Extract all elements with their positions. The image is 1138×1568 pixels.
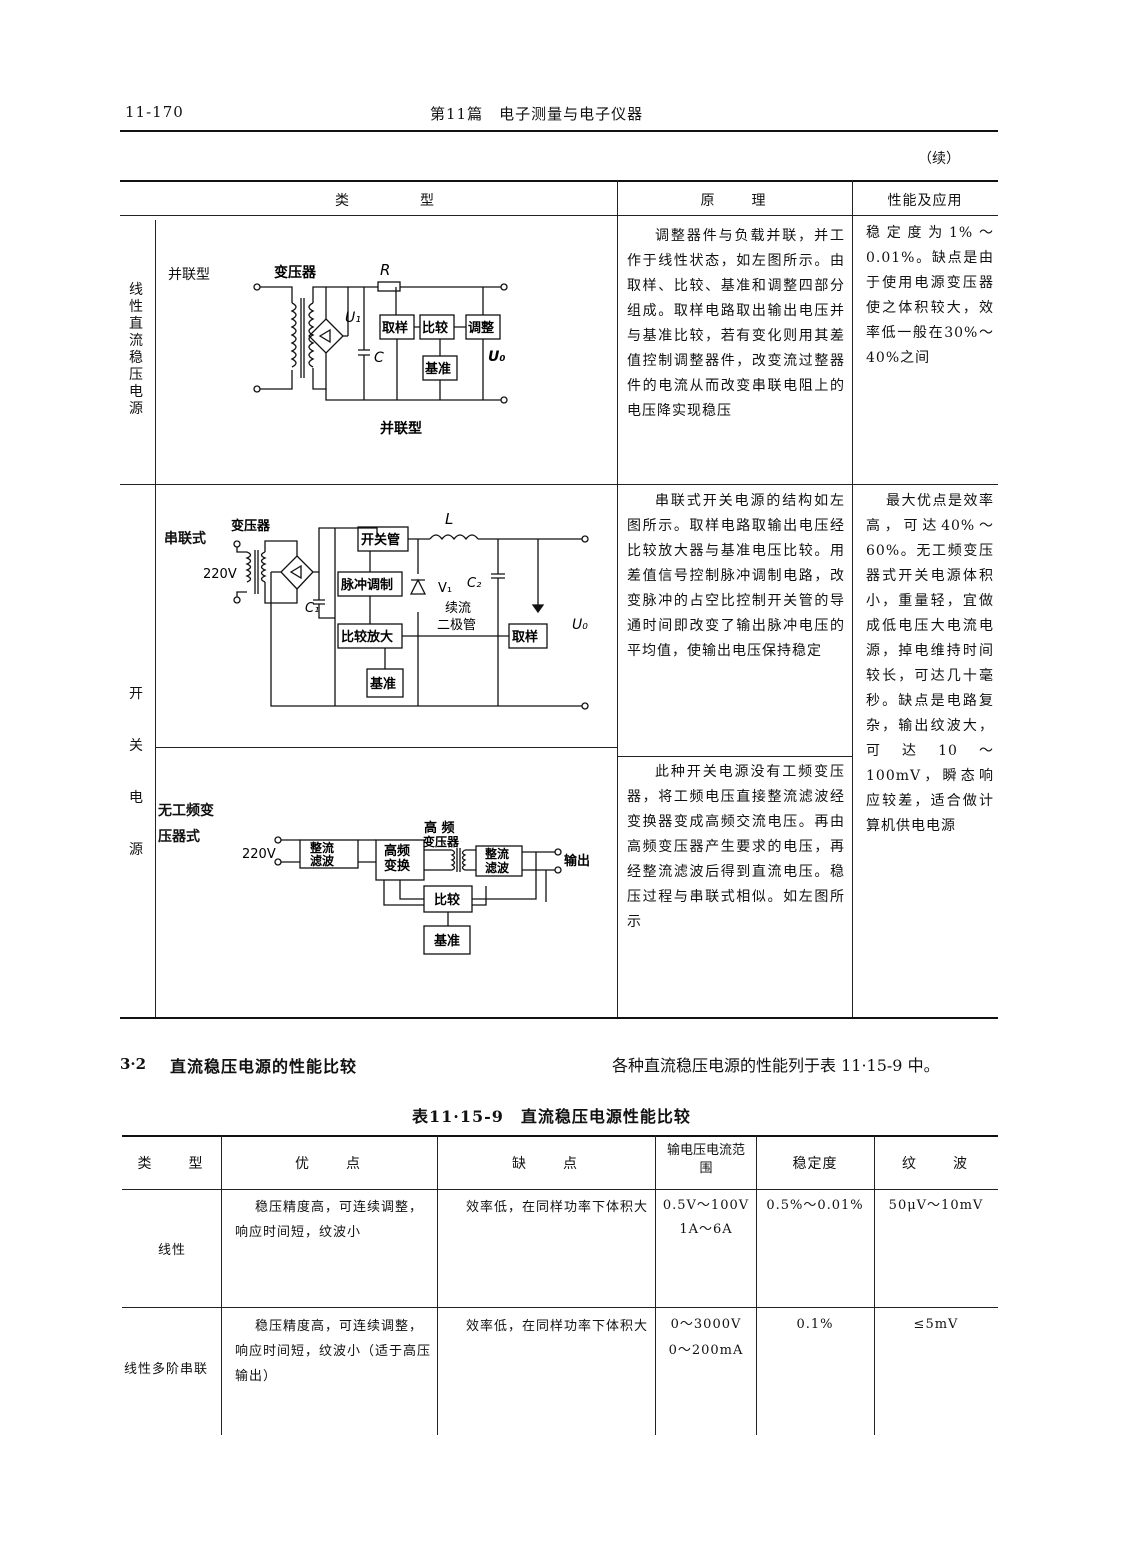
label-output: 输出 <box>564 853 590 869</box>
col-header-type: 类 型 <box>335 193 437 209</box>
label-c: C <box>374 350 384 366</box>
diagram-parallel: 变压器 R U₁ C 取样 比较 调整 基准 U₀ 并联型 <box>253 261 508 437</box>
label-l: L <box>445 510 453 528</box>
row-label-series: 串联式 <box>164 531 206 547</box>
t2-row1-type: 线性 <box>158 1243 187 1258</box>
label-v1: V₁ <box>438 581 452 596</box>
block-pwm: 脉冲调制 <box>340 577 393 593</box>
t2-row2-range-1: 0～3000V <box>670 1317 742 1332</box>
group-label-linear: 线性直流稳压电源 <box>129 282 143 417</box>
block-rectifier-2a: 整流 <box>484 846 509 861</box>
col-header-performance: 性能及应用 <box>887 193 963 209</box>
t2-header-pros: 优 点 <box>295 1156 363 1172</box>
row-label-parallel: 并联型 <box>168 267 210 283</box>
header-rule <box>120 130 998 132</box>
t2-row1-cons: 效率低，在同样功率下体积大 <box>466 1200 649 1215</box>
block-reference: 基准 <box>369 676 396 692</box>
table2-title: 表11·15-9 直流稳压电源性能比较 <box>412 1107 691 1126</box>
principle-no-transformer: 此种开关电源没有工频变压器，将工频电压直接整流滤波经变换器变成高频交流电压。再由… <box>627 764 845 930</box>
t2-row2-pros: 稳压精度高，可连续调整，响应时间短，纹波小（适于高压输出） <box>235 1319 432 1384</box>
group-label-switch: 开关电源 <box>129 686 143 858</box>
principle-parallel: 调整器件与负载并联，并工作于线性状态，如左图所示。由取样、比较、基准和调整四部分… <box>627 228 845 419</box>
principle-series: 串联式开关电源的结构如左图所示。取样电路取输出电压经比较放大器与基准电压比较。用… <box>627 493 845 659</box>
t2-row2-type: 线性多阶串联 <box>124 1362 209 1377</box>
t2-row1-range-2: 1A～6A <box>679 1222 733 1237</box>
label-220v: 220V <box>203 567 237 582</box>
t2-header-stability: 稳定度 <box>792 1156 838 1172</box>
continued-mark: （续） <box>918 151 960 167</box>
block-rectifier-1a: 整流 <box>309 840 334 855</box>
block-switch: 开关管 <box>361 532 400 548</box>
label-transformer: 变压器 <box>274 264 317 281</box>
performance-switch: 最大优点是效率高，可达40%～60%。无工频变压器式开关电源体积小，重量轻，宜做… <box>866 493 994 834</box>
section-number: 3·2 <box>120 1055 147 1073</box>
block-hf-converter-a: 高频 <box>384 843 410 859</box>
label-r: R <box>380 261 390 279</box>
block-sample: 取样 <box>382 320 408 336</box>
label-hf-transformer-a: 高 频 <box>424 820 455 836</box>
block-compare: 比较 <box>434 892 460 908</box>
block-rectifier-1b: 滤波 <box>310 853 335 868</box>
diagram-no-transformer: 220V 整流 滤波 高频 变换 高 频 变压器 整流 滤波 输出 比较 基准 <box>242 820 590 955</box>
label-u1: U₁ <box>345 310 361 326</box>
page-number: 11-170 <box>125 103 184 121</box>
t2-header-type: 类 型 <box>137 1156 206 1172</box>
caption-parallel: 并联型 <box>380 420 422 437</box>
t2-row1-pros: 稳压精度高，可连续调整，响应时间短，纹波小 <box>235 1200 424 1240</box>
t2-header-range: 输电压电流范围 <box>666 1143 745 1176</box>
label-220v: 220V <box>242 847 276 862</box>
label-uo: U₀ <box>572 617 588 633</box>
block-adjust: 调整 <box>468 320 495 336</box>
block-rectifier-2b: 滤波 <box>485 860 510 875</box>
block-sample: 取样 <box>512 629 538 645</box>
block-reference: 基准 <box>433 933 460 949</box>
label-uo: U₀ <box>488 349 506 365</box>
label-transformer: 变压器 <box>231 518 271 534</box>
row-label-no-transformer: 无工频变压器式 <box>158 803 214 845</box>
t2-header-cons: 缺 点 <box>512 1156 580 1172</box>
t2-row2-stability: 0.1% <box>796 1317 834 1332</box>
t2-row1-range-1: 0.5V～100V <box>662 1198 750 1213</box>
chapter-title: 第11篇 电子测量与电子仪器 <box>430 105 644 123</box>
t2-row1-ripple: 50μV～10mV <box>888 1198 984 1213</box>
t2-row2-range-2: 0～200mA <box>668 1343 744 1358</box>
section-intro: 各种直流稳压电源的性能列于表 11·15-9 中。 <box>612 1056 940 1075</box>
t2-row2-ripple: ≤5mV <box>913 1317 959 1332</box>
block-reference: 基准 <box>424 361 451 377</box>
t2-row1-stability: 0.5%～0.01% <box>766 1198 864 1213</box>
t2-header-ripple: 纹 波 <box>902 1156 970 1172</box>
label-freewheel-1: 续流 <box>445 601 471 616</box>
performance-parallel: 稳定度为1%～0.01%。缺点是由于使用电源变压器使之体积较大，效率低一般在30… <box>866 225 994 366</box>
label-hf-transformer-b: 变压器 <box>423 834 460 849</box>
block-compare: 比较 <box>422 320 448 336</box>
section-title: 直流稳压电源的性能比较 <box>170 1057 358 1076</box>
t2-row2-cons: 效率低，在同样功率下体积大 <box>466 1319 649 1334</box>
diagram-series: 变压器 220V 开关管 脉冲调制 比较放大 基准 L V₁ C₁ C₂ 续流 … <box>203 510 589 710</box>
block-hf-converter-b: 变换 <box>384 858 411 874</box>
block-amp: 比较放大 <box>341 629 393 645</box>
col-header-principle: 原 理 <box>700 193 769 209</box>
label-c2: C₂ <box>467 576 481 591</box>
label-c1: C₁ <box>305 601 319 616</box>
label-freewheel-2: 二极管 <box>437 618 476 633</box>
